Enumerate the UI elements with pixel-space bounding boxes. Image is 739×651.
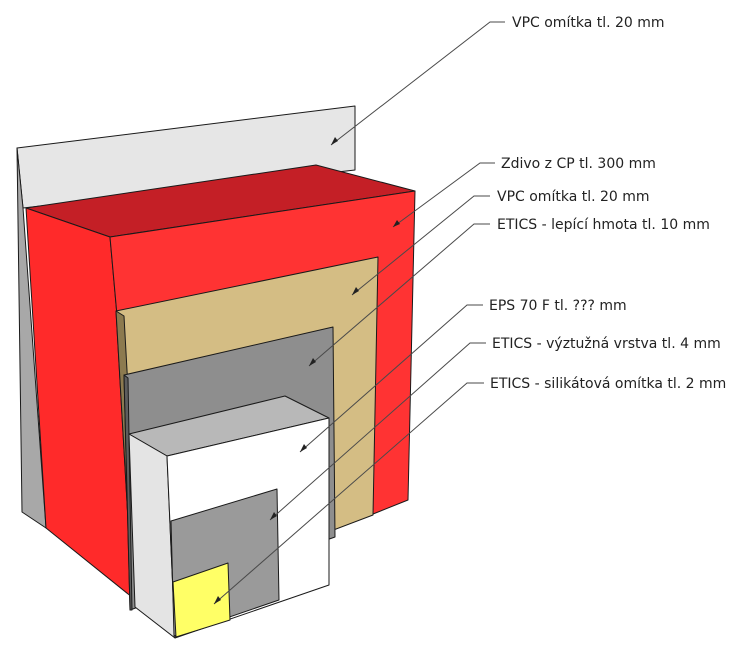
arrow-silikatova [214, 596, 221, 604]
leader-zdivo [392, 162, 495, 228]
arrow-lepici [309, 358, 316, 366]
arrow-zdivo [393, 220, 400, 227]
arrow-eps [300, 444, 307, 452]
layer-silikatova [172, 562, 231, 638]
label-eps: EPS 70 F tl. ??? mm [489, 298, 627, 314]
labels: VPC omítka tl. 20 mm Zdivo z CP tl. 300 … [489, 15, 726, 392]
leader-vpc-inner [351, 195, 490, 296]
leader-silikatova [213, 382, 484, 605]
arrow-vyztuzna [270, 512, 277, 520]
label-lepici: ETICS - lepící hmota tl. 10 mm [497, 217, 710, 233]
leader-vyztuzna [269, 342, 486, 521]
layer-vpc-outer [16, 105, 356, 529]
arrow-vpc-inner [352, 287, 359, 295]
leader-lepici [308, 223, 490, 367]
leader-eps [299, 304, 483, 453]
label-vpc-outer: VPC omítka tl. 20 mm [512, 15, 665, 31]
leader-vpc-outer [330, 21, 505, 146]
arrow-vpc-outer [331, 137, 338, 145]
label-silikatova: ETICS - silikátová omítka tl. 2 mm [490, 376, 726, 392]
leader-lines [213, 21, 505, 605]
label-zdivo: Zdivo z CP tl. 300 mm [501, 156, 656, 172]
label-vyztuzna: ETICS - výztužná vrstva tl. 4 mm [492, 336, 721, 352]
label-vpc-inner: VPC omítka tl. 20 mm [497, 189, 650, 205]
